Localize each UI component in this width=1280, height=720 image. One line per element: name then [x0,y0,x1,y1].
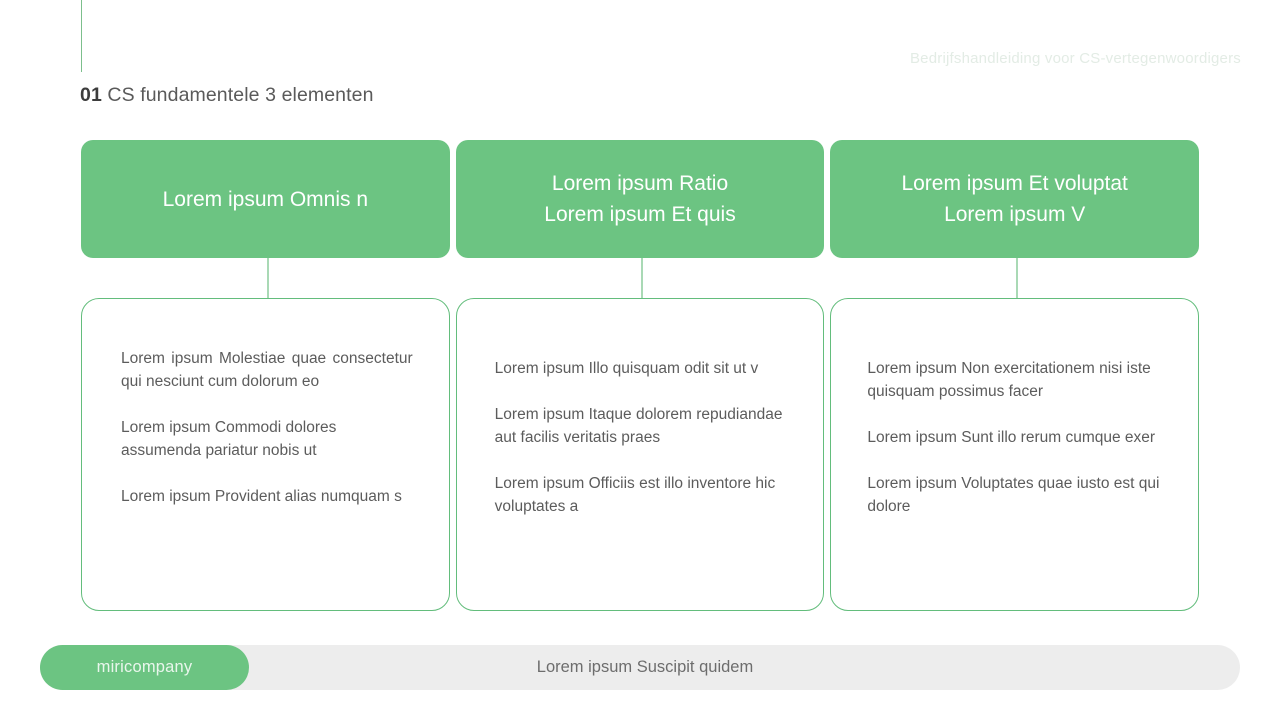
body-card-2-paragraph-3: Lorem ipsum Officiis est illo inventore … [494,475,776,515]
column-2: Lorem ipsum Ratio Lorem ipsum Et quis Lo… [455,140,825,611]
header-card-3[interactable]: Lorem ipsum Et voluptat Lorem ipsum V [830,140,1200,258]
body-card-1-paragraph-3: Lorem ipsum Provident alias numquam s [121,488,402,505]
body-card-3-paragraph-3: Lorem ipsum Voluptates quae iusto est qu… [867,475,1160,515]
body-card-1-paragraph-1: Lorem ipsum Molestiae quae consectetur q… [121,350,413,390]
body-card-2-paragraph-1: Lorem ipsum Illo quisquam odit sit ut v [494,360,759,377]
header-card-1-label: Lorem ipsum Omnis n [162,187,369,211]
connector-line-2 [640,258,643,298]
top-accent-rule [81,0,82,72]
body-card-3-paragraph-2: Lorem ipsum Sunt illo rerum cumque exer [867,429,1156,446]
body-card-3[interactable]: Lorem ipsum Non exercitationem nisi iste… [830,298,1200,611]
column-3: Lorem ipsum Et voluptat Lorem ipsum V Lo… [830,140,1200,611]
page-title-number: 01 [80,84,102,106]
header-card-3-label: Lorem ipsum Et voluptat Lorem ipsum V [901,172,1128,226]
columns-container: Lorem ipsum Omnis n Lorem ipsum Molestia… [81,140,1200,611]
connector-line-1 [267,258,269,298]
brand-name: miricompany [96,658,193,676]
body-card-1-paragraph-2: Lorem ipsum Commodi dolores assumenda pa… [121,419,337,459]
header-card-2[interactable]: Lorem ipsum Ratio Lorem ipsum Et quis [455,140,825,258]
footer-caption: Lorem ipsum Suscipit quidem [536,658,754,676]
header-card-2-label: Lorem ipsum Ratio Lorem ipsum Et quis [544,172,736,226]
page-title: 01 CS fundamentele 3 elementen [80,84,374,107]
body-card-2[interactable]: Lorem ipsum Illo quisquam odit sit ut v … [455,298,825,611]
body-card-3-paragraph-1: Lorem ipsum Non exercitationem nisi iste… [867,360,1151,400]
page-title-text: CS fundamentele 3 elementen [101,84,374,106]
column-1: Lorem ipsum Omnis n Lorem ipsum Molestia… [81,140,450,611]
body-card-3-content: Lorem ipsum Non exercitationem nisi iste… [867,357,1164,518]
body-card-1[interactable]: Lorem ipsum Molestiae quae consectetur q… [81,298,450,611]
body-card-2-content: Lorem ipsum Illo quisquam odit sit ut v … [495,357,788,518]
header-card-1[interactable]: Lorem ipsum Omnis n [81,140,450,258]
document-label: Bedrijfshandleiding voor CS-vertegenwoor… [909,50,1241,67]
brand-pill[interactable]: miricompany [40,645,249,690]
body-card-1-content: Lorem ipsum Molestiae quae consectetur q… [121,347,413,508]
body-card-2-paragraph-2: Lorem ipsum Itaque dolorem repudiandae a… [494,406,783,446]
connector-line-3 [1016,258,1019,298]
